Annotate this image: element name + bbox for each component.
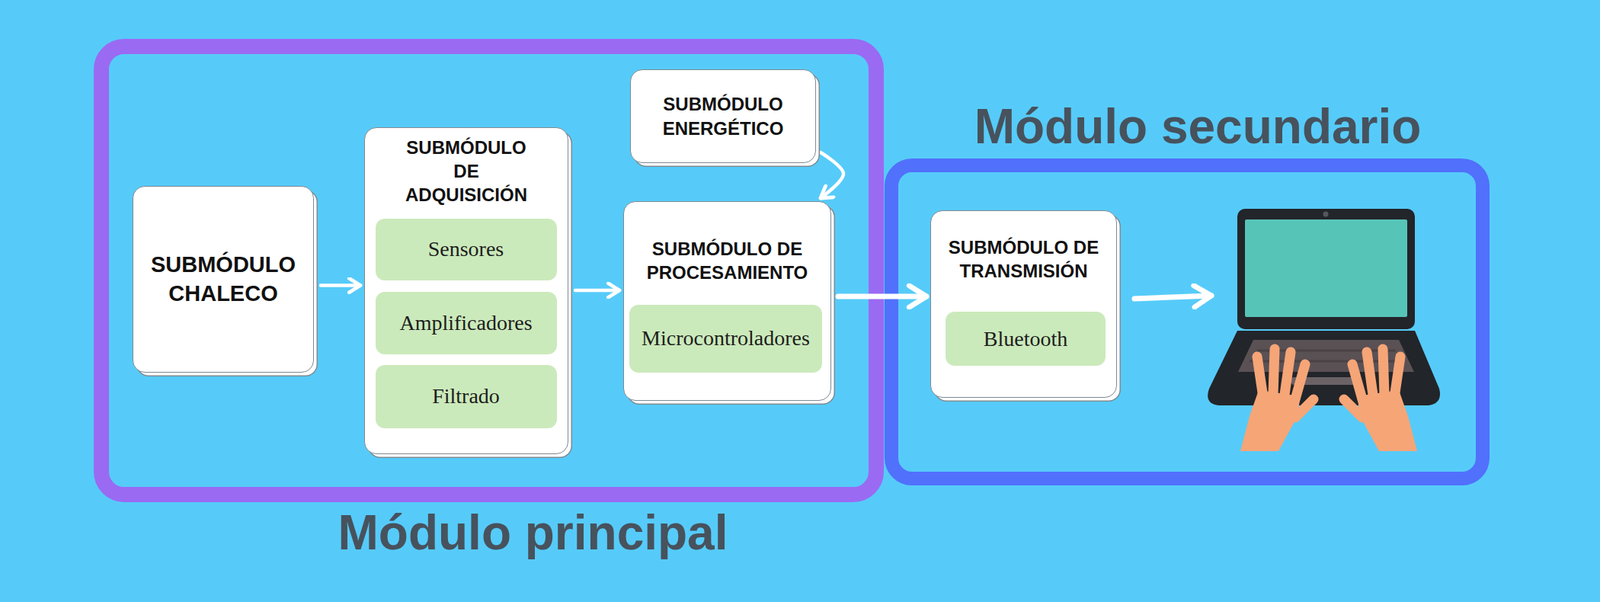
submodule-title: SUBMÓDULO CHALECO bbox=[142, 250, 304, 308]
component-box: Bluetooth bbox=[945, 311, 1106, 366]
flow-arrow bbox=[838, 294, 927, 300]
main-module: Módulo principalSUBMÓDULO CHALECOSUBMÓDU… bbox=[93, 38, 884, 503]
laptop-lid bbox=[1237, 208, 1415, 330]
laptop-camera bbox=[1323, 211, 1329, 218]
component-box: Amplificadores bbox=[375, 291, 557, 355]
laptop-screen bbox=[1244, 219, 1408, 317]
component-label: Amplificadores bbox=[399, 310, 532, 336]
component-box: Filtrado bbox=[375, 364, 557, 429]
submodule-title: SUBMÓDULO DE PROCESAMIENTO bbox=[633, 236, 822, 285]
submodule-title: SUBMÓDULO ENERGÉTICO bbox=[650, 92, 796, 140]
arrow-to-laptop bbox=[1134, 295, 1212, 299]
submodule-title: SUBMÓDULO DE TRANSMISIÓN bbox=[940, 235, 1108, 283]
flow-arrow bbox=[820, 152, 844, 199]
submodule-box: SUBMÓDULO DE PROCESAMIENTO Microcontrolad… bbox=[623, 201, 832, 401]
left-hand bbox=[1240, 348, 1314, 452]
submodule-box: SUBMÓDULO DE ADQUISICIÓN SensoresAmplific… bbox=[364, 127, 569, 455]
component-label: Sensores bbox=[428, 236, 505, 263]
flow-arrow bbox=[320, 283, 361, 288]
submodule-title: SUBMÓDULO DE ADQUISICIÓN bbox=[396, 135, 538, 208]
component-box: Microcontroladores bbox=[629, 304, 823, 373]
submodule-box: SUBMÓDULO ENERGÉTICO bbox=[630, 69, 816, 164]
submodule-box: SUBMÓDULO CHALECO bbox=[132, 185, 314, 373]
right-hand bbox=[1344, 348, 1418, 452]
component-label: Filtrado bbox=[432, 383, 500, 410]
laptop-base bbox=[1207, 330, 1440, 406]
component-box: Sensores bbox=[375, 218, 557, 281]
submodule-box: SUBMÓDULO DE TRANSMISIÓN Bluetooth bbox=[930, 210, 1117, 398]
component-label: Bluetooth bbox=[983, 326, 1068, 352]
module-title: Módulo secundario bbox=[895, 99, 1501, 156]
component-label: Microcontroladores bbox=[641, 325, 810, 352]
flow-arrow bbox=[575, 288, 620, 293]
module-title: Módulo principal bbox=[137, 505, 928, 562]
secondary-module: Módulo secundarioSUBMÓDULO DE TRANSMISIÓ… bbox=[884, 158, 1490, 486]
hand-fingers bbox=[1257, 348, 1314, 418]
